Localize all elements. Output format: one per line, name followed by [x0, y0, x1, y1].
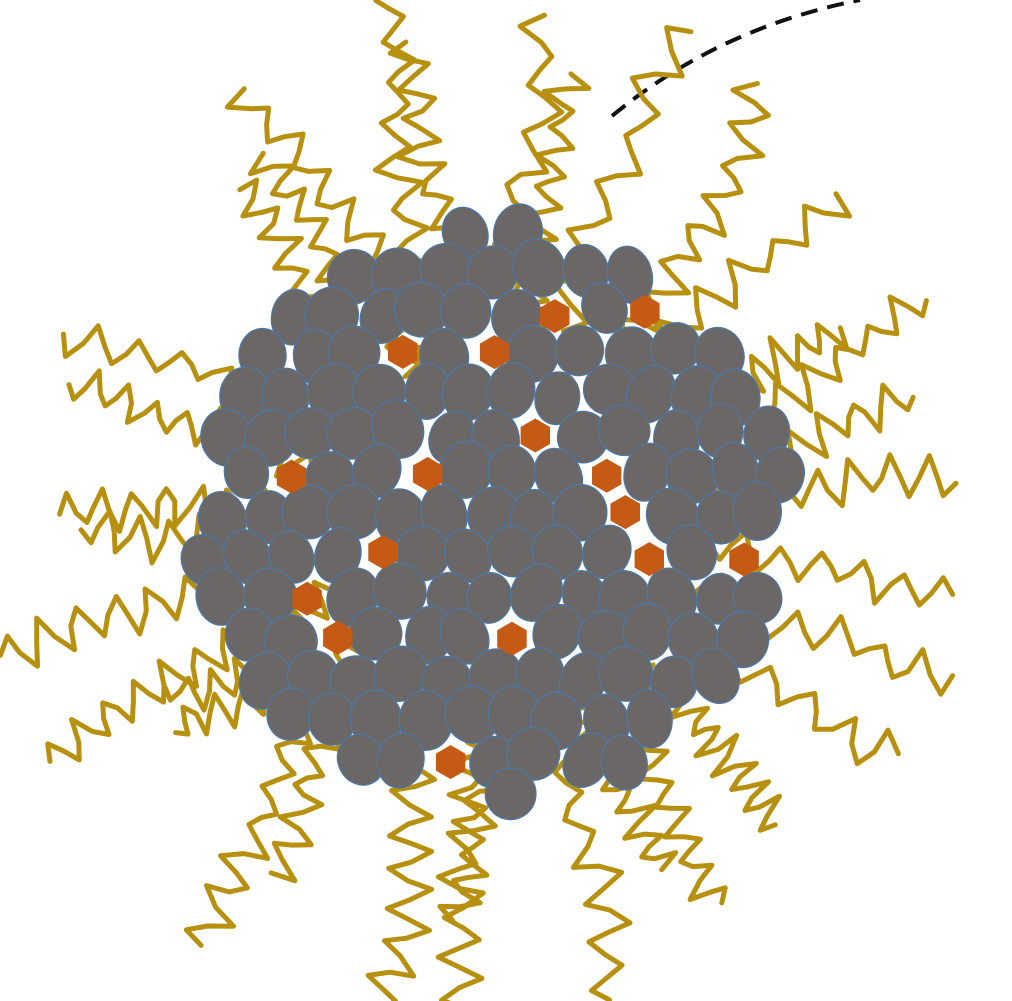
core-particle	[484, 767, 537, 821]
core-particle	[581, 282, 628, 334]
dopant-hexagon	[276, 459, 307, 494]
dopant-hexagon	[592, 458, 622, 493]
dopant-hexagon	[412, 457, 443, 491]
dopant-hexagon	[497, 621, 527, 656]
dopant-sites	[276, 294, 759, 780]
core-particle	[376, 732, 425, 789]
dopant-hexagon	[630, 294, 660, 329]
core-particle	[732, 571, 783, 625]
dopant-hexagon	[729, 542, 759, 577]
dopant-hexagon	[610, 495, 640, 530]
dopant-hexagon	[634, 542, 664, 577]
core-particle	[666, 524, 717, 581]
core-particle	[512, 238, 566, 298]
core-particle	[371, 399, 425, 459]
dopant-hexagon	[540, 299, 570, 334]
core-particle	[691, 647, 741, 705]
ligand-chain	[609, 81, 771, 358]
core-particle	[600, 734, 648, 791]
core-particle	[506, 726, 561, 781]
core-particle	[554, 324, 605, 377]
core-particle	[534, 371, 581, 426]
dopant-hexagon	[479, 335, 510, 370]
dopant-hexagon	[435, 745, 466, 780]
core-particle	[440, 283, 492, 339]
dashed-guide-curve	[610, 0, 861, 118]
dopant-hexagon	[368, 535, 398, 570]
core-particle	[626, 689, 673, 749]
core-particle	[732, 481, 783, 541]
core-particle	[223, 446, 270, 500]
dopant-hexagon	[520, 418, 550, 453]
dopant-hexagon	[388, 334, 418, 369]
dopant-hexagon	[292, 581, 322, 616]
dopant-hexagon	[323, 620, 353, 655]
core-particle	[715, 611, 770, 669]
core-particle	[597, 404, 651, 457]
nanoparticle-core	[180, 203, 805, 821]
